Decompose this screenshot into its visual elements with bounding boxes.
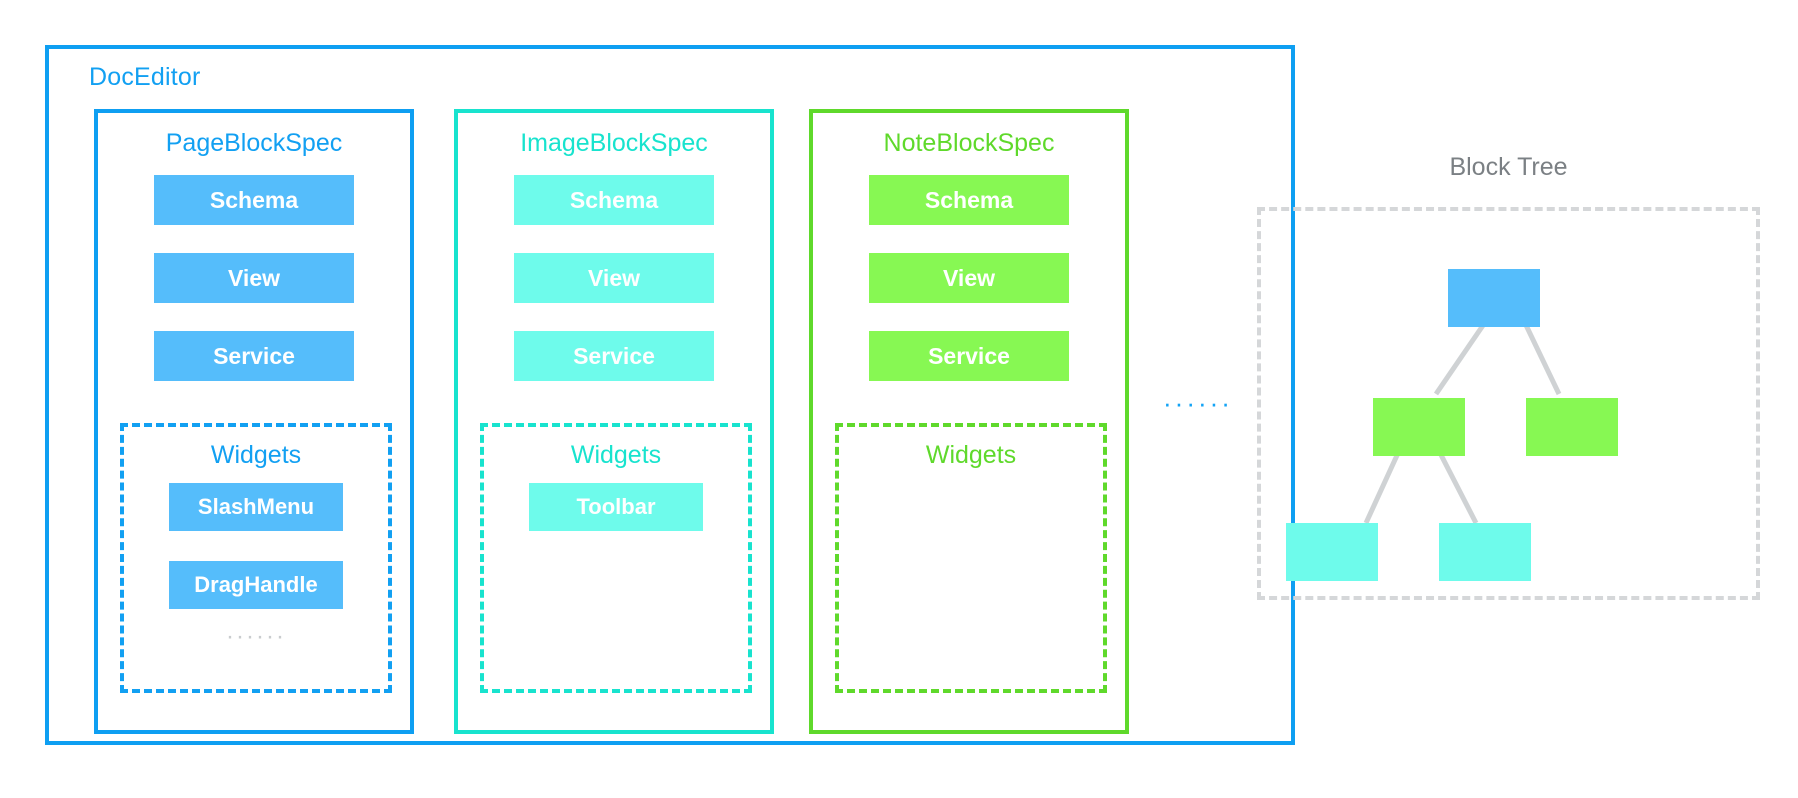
widget-toolbar: Toolbar <box>529 483 703 531</box>
block-tree-edges <box>1363 319 1562 525</box>
spec-part-service: Service <box>514 331 714 381</box>
spec-part-view: View <box>869 253 1069 303</box>
block-tree-node-mid-left <box>1373 398 1465 456</box>
spec-part-schema: Schema <box>514 175 714 225</box>
widgets-group-note-block: Widgets <box>835 423 1107 693</box>
block-tree-panel <box>1257 207 1760 600</box>
doc-editor-frame: DocEditor PageBlockSpec Schema View Serv… <box>45 45 1295 745</box>
widgets-group-title: Widgets <box>925 441 1017 469</box>
widgets-group-title: Widgets <box>570 441 662 469</box>
spec-column-note-block: NoteBlockSpec Schema View Service Widget… <box>809 109 1129 734</box>
block-tree-node-mid-right <box>1526 398 1618 456</box>
widgets-group-page-block: Widgets SlashMenu DragHandle ······ <box>120 423 392 693</box>
spec-column-page-block: PageBlockSpec Schema View Service Widget… <box>94 109 414 734</box>
spec-part-service: Service <box>154 331 354 381</box>
spec-title-image-block: ImageBlockSpec <box>520 129 708 157</box>
spec-part-view: View <box>514 253 714 303</box>
spec-part-schema: Schema <box>869 175 1069 225</box>
widget-slash-menu: SlashMenu <box>169 483 343 531</box>
block-tree-node-root <box>1448 269 1540 327</box>
widgets-group-image-block: Widgets Toolbar <box>480 423 752 693</box>
more-specs-ellipsis: ······ <box>1163 388 1233 418</box>
widgets-more-ellipsis: ······ <box>226 623 286 650</box>
block-tree-node-leaf-right <box>1439 523 1531 581</box>
widgets-group-title: Widgets <box>210 441 302 469</box>
spec-part-schema: Schema <box>154 175 354 225</box>
spec-part-view: View <box>154 253 354 303</box>
block-tree-title: Block Tree <box>1449 153 1568 181</box>
spec-column-image-block: ImageBlockSpec Schema View Service Widge… <box>454 109 774 734</box>
doc-editor-title: DocEditor <box>89 63 201 91</box>
spec-title-page-block: PageBlockSpec <box>165 129 343 157</box>
spec-part-service: Service <box>869 331 1069 381</box>
block-tree-node-leaf-left <box>1286 523 1378 581</box>
widget-drag-handle: DragHandle <box>169 561 343 609</box>
spec-title-note-block: NoteBlockSpec <box>883 129 1055 157</box>
